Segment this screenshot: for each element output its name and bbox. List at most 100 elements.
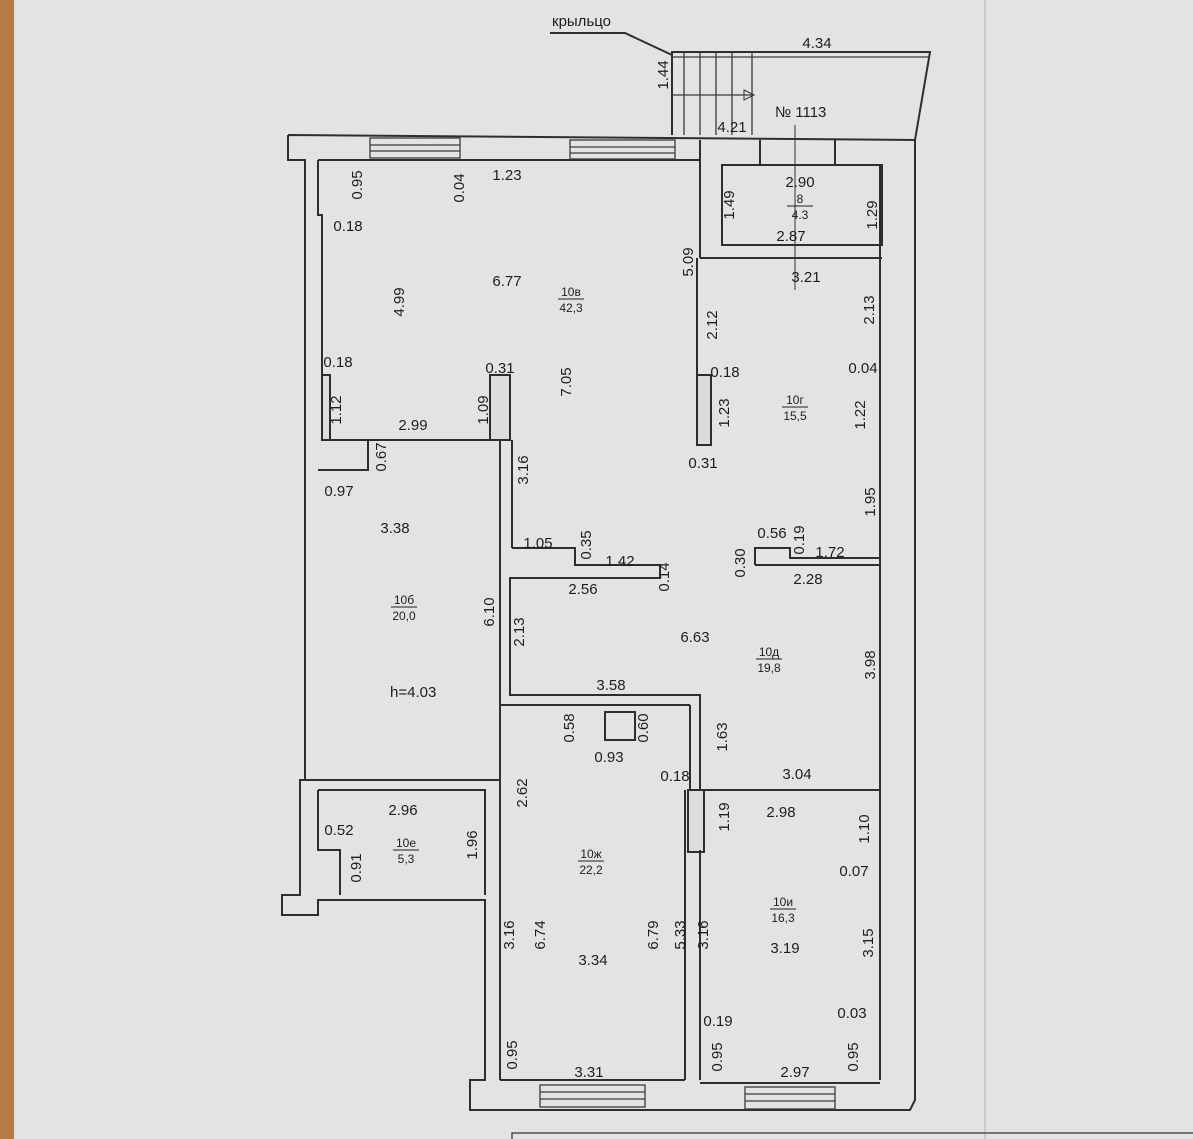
table-edge xyxy=(0,0,14,1139)
dimension-label: 0.07 xyxy=(839,863,868,880)
dimension-label: 0.31 xyxy=(688,455,717,472)
dimension-label: 1.22 xyxy=(852,400,869,429)
dimension-label: 0.19 xyxy=(703,1013,732,1030)
arrow-icon xyxy=(743,89,756,101)
room-label: 10и 16,3 xyxy=(770,895,796,925)
room-id: 10д xyxy=(759,645,779,659)
dimension-label: 0.18 xyxy=(710,364,739,381)
dimension-label: 1.29 xyxy=(864,200,881,229)
dimension-label: 2.62 xyxy=(514,778,531,807)
room-area: 19,8 xyxy=(757,661,781,675)
dimension-label: 0.93 xyxy=(594,749,623,766)
dimension-label: 0.14 xyxy=(656,562,673,591)
next-plan-edge xyxy=(511,1132,1193,1139)
dimension-label: 3.16 xyxy=(695,920,712,949)
room-id: 10и xyxy=(773,895,793,909)
dimension-label: 1.10 xyxy=(856,814,873,843)
dimension-label: 6.63 xyxy=(680,629,709,646)
dimension-label: 2.28 xyxy=(793,571,822,588)
dimension-label: 1.23 xyxy=(492,167,521,184)
dimension-label: 0.18 xyxy=(660,768,689,785)
dimension-label: 3.38 xyxy=(380,520,409,537)
room-area: 4.3 xyxy=(792,208,809,222)
dimension-label: 0.60 xyxy=(635,713,652,742)
dimension-label: 2.13 xyxy=(861,295,878,324)
windows xyxy=(369,137,836,1110)
dimension-label: 2.13 xyxy=(511,617,528,646)
dimension-label: 0.52 xyxy=(324,822,353,839)
dimension-label: 1.42 xyxy=(605,553,634,570)
dimension-label: 1.96 xyxy=(464,830,481,859)
room-area: 5,3 xyxy=(398,852,415,866)
dimension-label: 2.90 xyxy=(785,174,814,191)
dimension-label: 3.34 xyxy=(578,952,607,969)
dimension-label: 4.34 xyxy=(802,35,831,52)
dimension-label: 6.10 xyxy=(481,597,498,626)
room-label: 10ж 22,2 xyxy=(578,847,604,877)
dimension-label: 1.19 xyxy=(716,802,733,831)
dimension-label: 3.16 xyxy=(515,455,532,484)
dimension-label: 2.98 xyxy=(766,804,795,821)
dimension-label: 3.19 xyxy=(770,940,799,957)
room-id: 8 xyxy=(797,192,804,206)
dimension-label: 0.67 xyxy=(373,442,390,471)
dimension-label: 0.18 xyxy=(323,354,352,371)
room-label: 10д 19,8 xyxy=(756,645,782,675)
dimension-label: 0.95 xyxy=(845,1042,862,1071)
dimension-label: 0.91 xyxy=(348,853,365,882)
room-area: 15,5 xyxy=(783,409,807,423)
dimension-label: 2.99 xyxy=(398,417,427,434)
paper xyxy=(14,0,1193,1139)
dimension-label: 2.87 xyxy=(776,228,805,245)
dimension-label: 4.99 xyxy=(391,287,408,316)
dimension-label: 0.03 xyxy=(837,1005,866,1022)
dimension-label: 1.63 xyxy=(714,722,731,751)
room-label: 10г 15,5 xyxy=(782,393,808,423)
room-area: 22,2 xyxy=(579,863,603,877)
walls xyxy=(281,134,916,1111)
dimension-label: 0.19 xyxy=(791,525,808,554)
room-label: 84.3 xyxy=(787,192,813,222)
dimension-label: 1.09 xyxy=(475,395,492,424)
dimension-label: 7.05 xyxy=(558,367,575,396)
room-area: 42,3 xyxy=(559,301,583,315)
ceiling-height: h=4.03 xyxy=(390,684,436,701)
dimension-label: 2.56 xyxy=(568,581,597,598)
dimension-label: 0.95 xyxy=(504,1040,521,1069)
dimension-label: 3.21 xyxy=(791,269,820,286)
dimension-label: 0.97 xyxy=(324,483,353,500)
dimension-label: 1.23 xyxy=(716,398,733,427)
dimension-label: 6.77 xyxy=(492,273,521,290)
dimension-label: 3.04 xyxy=(782,766,811,783)
dimension-label: 4.21 xyxy=(717,119,746,136)
dimension-label: 1.49 xyxy=(721,190,738,219)
dimension-label: 3.16 xyxy=(501,920,518,949)
dimension-label: 6.74 xyxy=(532,920,549,949)
room-id: 10г xyxy=(786,393,804,407)
dimension-label: 1.05 xyxy=(523,535,552,552)
dimension-label: 3.15 xyxy=(860,928,877,957)
room-area: 16,3 xyxy=(771,911,795,925)
dimension-label: 2.12 xyxy=(704,310,721,339)
dimension-label: 1.95 xyxy=(862,487,879,516)
dimension-label: 0.95 xyxy=(709,1042,726,1071)
porch-stairs xyxy=(550,32,932,141)
room-id: 10б xyxy=(394,593,414,607)
dimension-label: 0.95 xyxy=(349,170,366,199)
dimension-label: 2.97 xyxy=(780,1064,809,1081)
apartment-number: № 1113 xyxy=(775,104,826,121)
dimension-label: 3.98 xyxy=(862,650,879,679)
dimension-label: 0.31 xyxy=(485,360,514,377)
room-id: 10е xyxy=(396,836,416,850)
dimension-label: 0.35 xyxy=(578,530,595,559)
room-id: 10ж xyxy=(580,847,601,861)
dimension-label: 1.72 xyxy=(815,544,844,561)
dimension-label: 1.44 xyxy=(655,60,672,89)
dimension-label: 1.12 xyxy=(328,395,345,424)
dimension-label: 0.30 xyxy=(732,548,749,577)
